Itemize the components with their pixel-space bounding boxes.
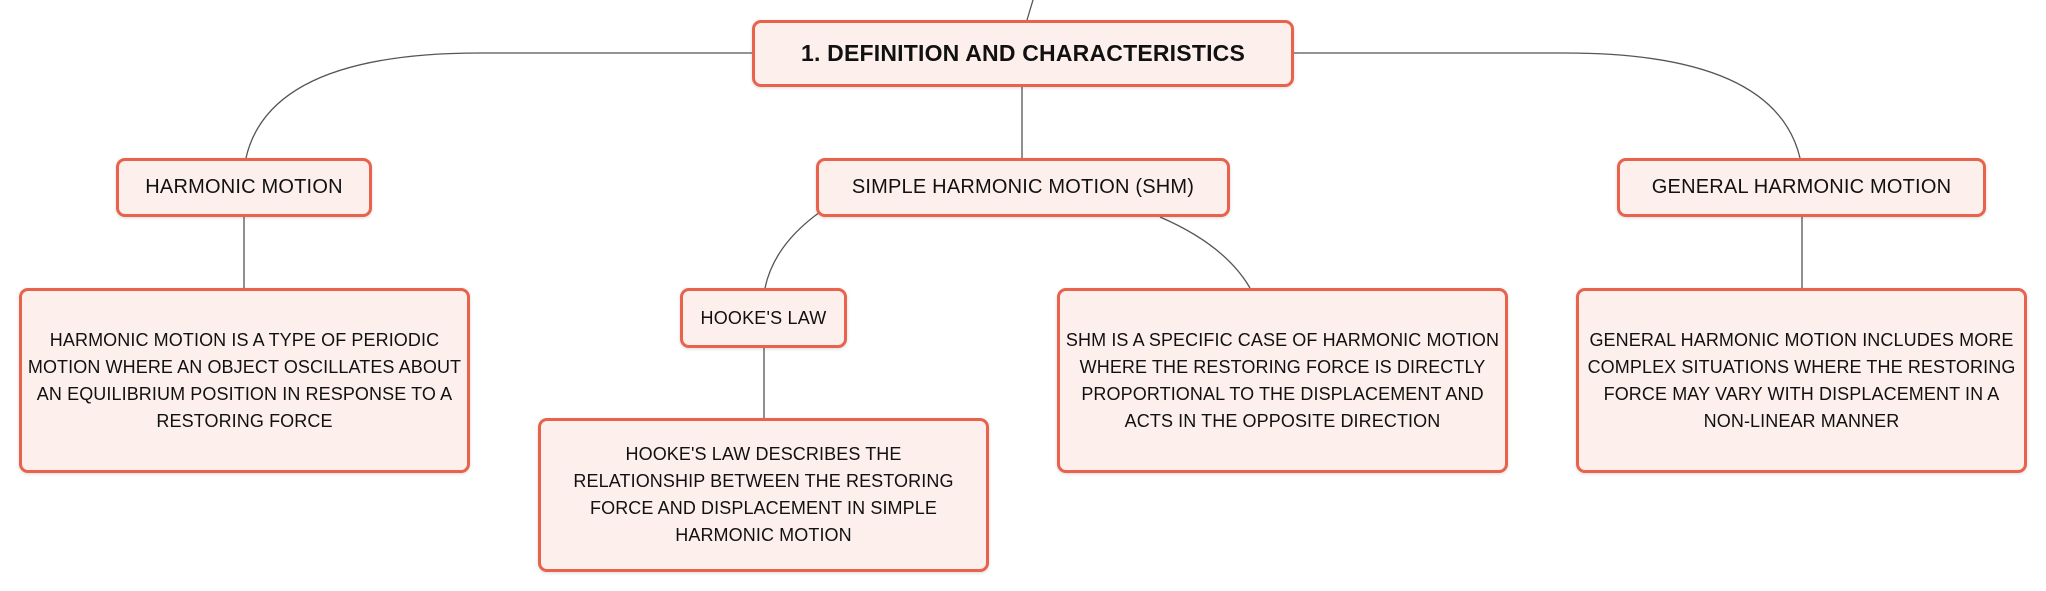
- root-topic-label: 1. DEFINITION AND CHARACTERISTICS: [800, 40, 1246, 66]
- description-node-shm[interactable]: SHM IS A SPECIFIC CASE OF HARMONIC MOTIO…: [1057, 288, 1508, 473]
- connector-root-to-general-harmonic-motion: [1294, 52, 1801, 159]
- topic-node-shm[interactable]: SIMPLE HARMONIC MOTION (SHM): [816, 158, 1230, 217]
- description-node-hookes-law[interactable]: HOOKE'S LAW DESCRIBES THE RELATIONSHIP B…: [538, 418, 989, 572]
- topic-node-hookes-law[interactable]: HOOKE'S LAW: [680, 288, 847, 348]
- description-node-harmonic-motion[interactable]: HARMONIC MOTION IS A TYPE OF PERIODIC MO…: [19, 288, 470, 473]
- connector-root-to-harmonic-motion: [245, 52, 752, 159]
- topic-label: HOOKE'S LAW: [700, 307, 827, 328]
- connector-from-parent: [1026, 0, 1034, 21]
- topic-label: GENERAL HARMONIC MOTION: [1651, 176, 1952, 198]
- description-text: HARMONIC MOTION IS A TYPE OF PERIODIC MO…: [27, 329, 462, 431]
- topic-label: SIMPLE HARMONIC MOTION (SHM): [851, 176, 1195, 198]
- description-node-general-harmonic-motion[interactable]: GENERAL HARMONIC MOTION INCLUDES MORE CO…: [1576, 288, 2027, 473]
- description-text: HOOKE'S LAW DESCRIBES THE RELATIONSHIP B…: [573, 444, 954, 545]
- connector-shm-to-hookes-law: [764, 211, 821, 289]
- topic-label: HARMONIC MOTION: [145, 176, 343, 198]
- description-text: GENERAL HARMONIC MOTION INCLUDES MORE CO…: [1587, 329, 2016, 431]
- topic-node-general-harmonic-motion[interactable]: GENERAL HARMONIC MOTION: [1617, 158, 1986, 217]
- root-topic-node[interactable]: 1. DEFINITION AND CHARACTERISTICS: [752, 20, 1294, 87]
- description-text: SHM IS A SPECIFIC CASE OF HARMONIC MOTIO…: [1065, 329, 1500, 431]
- topic-node-harmonic-motion[interactable]: HARMONIC MOTION: [116, 158, 372, 217]
- connector-shm-to-description: [1159, 216, 1251, 289]
